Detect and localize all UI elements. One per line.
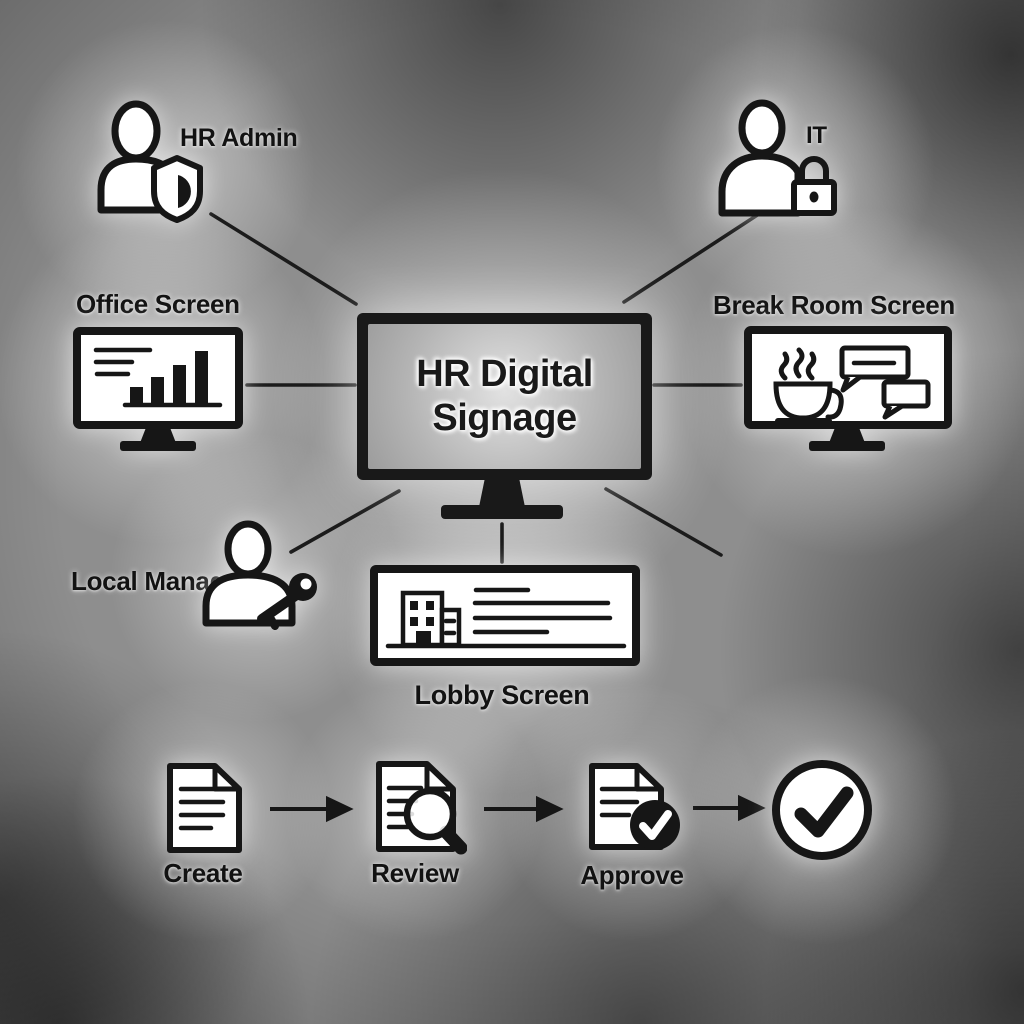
monitor-coffee-chat-icon xyxy=(744,326,952,451)
check-circle-icon xyxy=(772,760,872,860)
lobby-screen-label: Lobby Screen xyxy=(414,680,590,710)
document-magnifier-icon xyxy=(376,761,467,855)
document-check-badge-icon xyxy=(589,763,680,850)
hr-admin-label: HR Admin xyxy=(180,124,298,152)
person-lock-icon xyxy=(718,99,837,217)
monitor-bar-chart-icon xyxy=(73,327,243,451)
central-signage-screen: HR Digital Signage xyxy=(368,324,641,469)
document-icon xyxy=(167,763,242,853)
workflow-step-review-label: Review xyxy=(371,858,459,888)
it-label: IT xyxy=(806,122,827,149)
person-key-icon xyxy=(202,520,317,630)
person-shield-icon xyxy=(97,100,203,223)
monitor-stand-base xyxy=(441,505,563,519)
workflow-step-approve-label: Approve xyxy=(580,860,684,890)
central-signage-monitor: HR Digital Signage xyxy=(357,313,652,480)
office-screen-label: Office Screen xyxy=(76,289,240,319)
monitor-stand-neck xyxy=(479,480,525,507)
building-info-board-icon xyxy=(370,565,640,666)
workflow-step-create-label: Create xyxy=(163,858,243,888)
central-signage-title: HR Digital Signage xyxy=(416,353,593,439)
break-room-screen-label: Break Room Screen xyxy=(713,290,956,320)
